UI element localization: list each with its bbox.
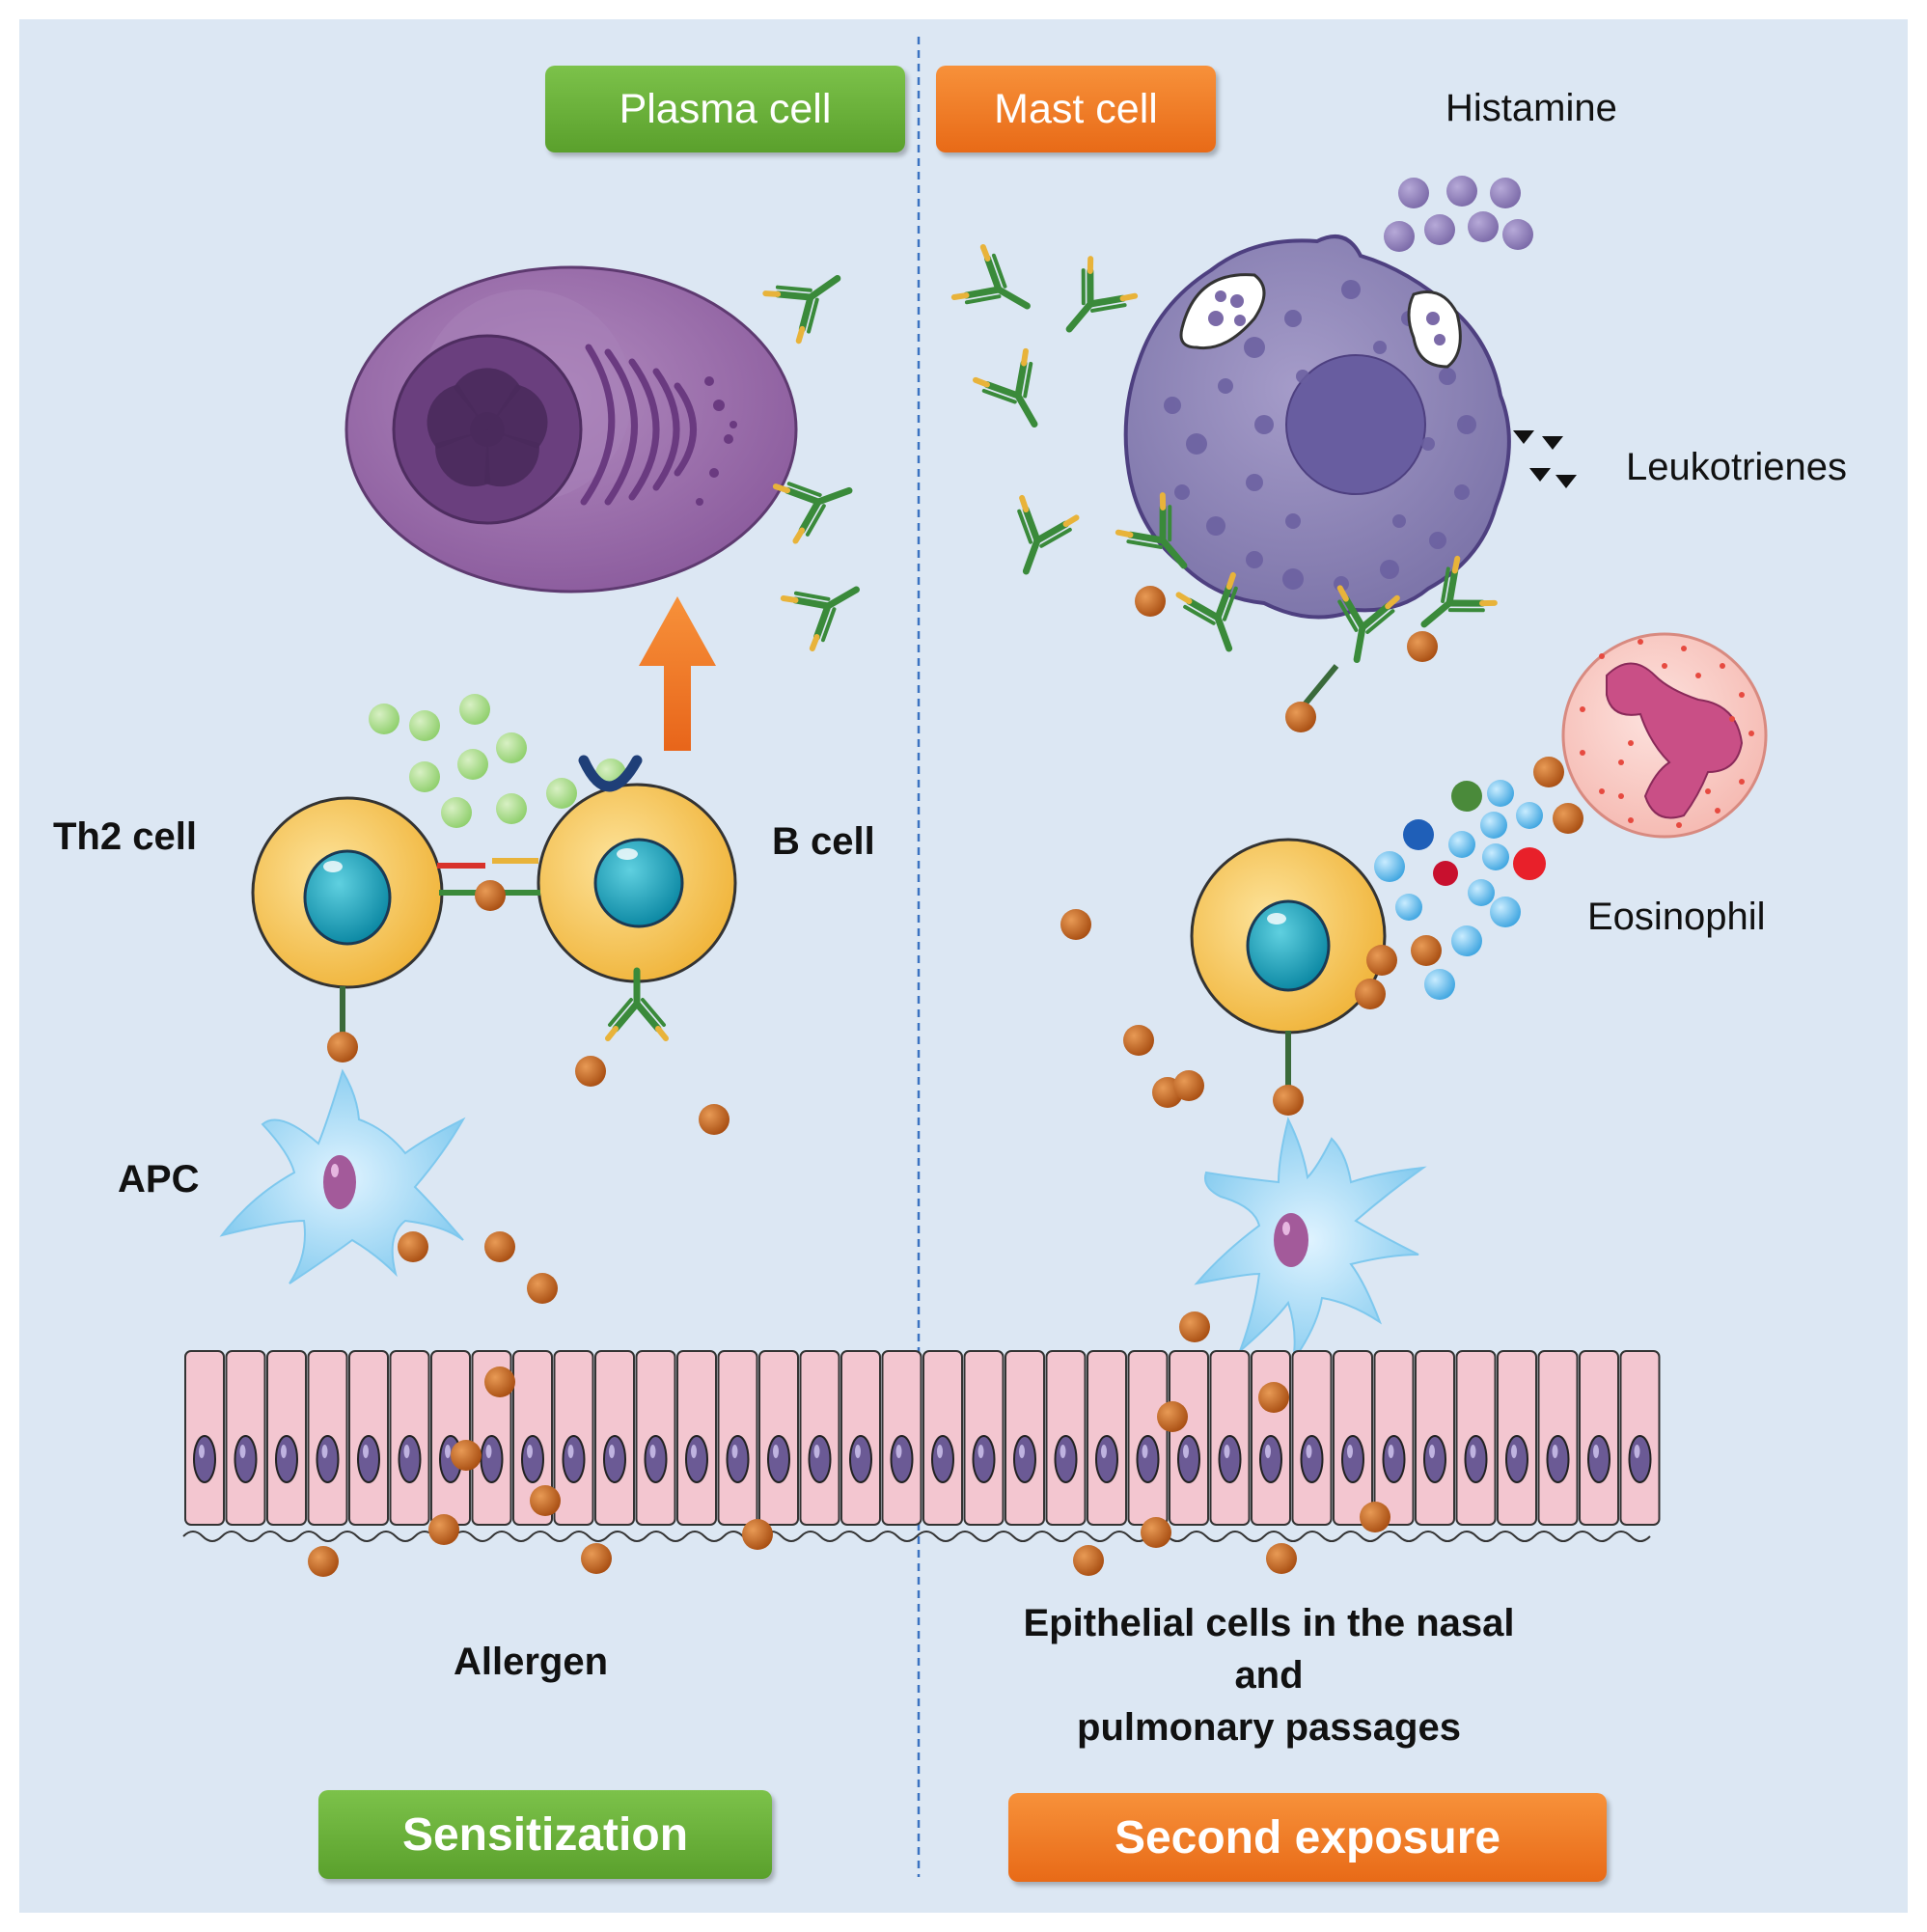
epithelium-caption-line2: and [1234, 1654, 1304, 1697]
differentiation-arrow [639, 596, 716, 751]
apc-cell-right [1194, 1117, 1427, 1390]
epithelium-caption-line3: pulmonary passages [1077, 1706, 1461, 1749]
epithelial-cell [1005, 1350, 1045, 1526]
allergens-left [398, 1104, 730, 1304]
epithelial-cell [1497, 1350, 1537, 1526]
mast-cell-label: Mast cell [936, 66, 1216, 152]
epithelial-cell [1127, 1350, 1169, 1526]
leukotriene-markers [1513, 430, 1577, 488]
epithelial-cell [184, 1350, 225, 1526]
basement-membrane [182, 1531, 1651, 1542]
epithelium-layer [182, 1350, 1661, 1542]
histamine-granules [1384, 176, 1533, 252]
mediator-dots [1374, 780, 1546, 1000]
epithelial-cell [1579, 1350, 1619, 1526]
epithelial-cell [1087, 1350, 1127, 1526]
epithelial-cell [799, 1350, 840, 1526]
epithelial-cell [717, 1350, 758, 1526]
b-cell-label: B cell [772, 820, 875, 863]
second-exposure-text: Second exposure [1114, 1811, 1501, 1863]
epithelial-cell [758, 1350, 799, 1526]
plasma-cell-label: Plasma cell [545, 66, 905, 152]
sensitization-text: Sensitization [401, 1808, 689, 1861]
eosinophil-label: Eosinophil [1587, 896, 1766, 938]
epithelial-cell [635, 1350, 676, 1526]
epithelial-cell [430, 1350, 471, 1526]
epithelial-cell [1415, 1350, 1455, 1526]
epithelial-cell [348, 1350, 389, 1526]
epithelial-cell [389, 1350, 430, 1526]
b-cell [537, 755, 737, 983]
lymphocyte-right [1190, 838, 1387, 1035]
mast-granule-vacuole-right [1407, 290, 1462, 369]
apc-label: APC [118, 1158, 200, 1201]
epithelial-cell [1045, 1350, 1087, 1526]
plasma-cell [344, 265, 798, 593]
epithelial-cell [963, 1350, 1005, 1526]
th2-cell [251, 796, 444, 989]
epithelial-cell [922, 1350, 963, 1526]
eosinophil-cell [1561, 632, 1768, 839]
epithelial-cell [1455, 1350, 1497, 1526]
epithelium-caption: Epithelial cells in the nasal and pulmon… [975, 1597, 1563, 1753]
epithelium-caption-line1: Epithelial cells in the nasal [1023, 1602, 1515, 1644]
second-exposure-phase-label: Second exposure [1008, 1793, 1607, 1882]
mast-granule-vacuole-left [1179, 273, 1266, 350]
epithelial-cell [1209, 1350, 1251, 1526]
epithelial-cell [1169, 1350, 1209, 1526]
epithelial-cell [266, 1350, 307, 1526]
epithelial-cell [307, 1350, 348, 1526]
epithelial-cell [881, 1350, 922, 1526]
epithelial-cell [1537, 1350, 1579, 1526]
epithelial-cell [840, 1350, 881, 1526]
leukotrienes-label: Leukotrienes [1626, 446, 1848, 488]
epithelial-cell [594, 1350, 635, 1526]
sensitization-phase-label: Sensitization [318, 1790, 772, 1879]
allergens-epithelium [308, 1311, 1390, 1577]
histamine-label: Histamine [1445, 87, 1617, 129]
mast-cell-text: Mast cell [994, 85, 1158, 132]
apc-cell-left [219, 1068, 466, 1284]
epithelial-cell [1291, 1350, 1333, 1526]
epithelial-cell [676, 1350, 717, 1526]
epithelial-cell [1333, 1350, 1373, 1526]
allergens-right [1060, 757, 1583, 1108]
epithelial-cell [1619, 1350, 1661, 1526]
plasma-cell-text: Plasma cell [619, 85, 832, 132]
epithelial-cell [225, 1350, 266, 1526]
epithelial-cell [1251, 1350, 1291, 1526]
th2-cell-label: Th2 cell [53, 815, 197, 858]
epithelial-cell [1373, 1350, 1415, 1526]
allergen-label: Allergen [454, 1641, 609, 1683]
